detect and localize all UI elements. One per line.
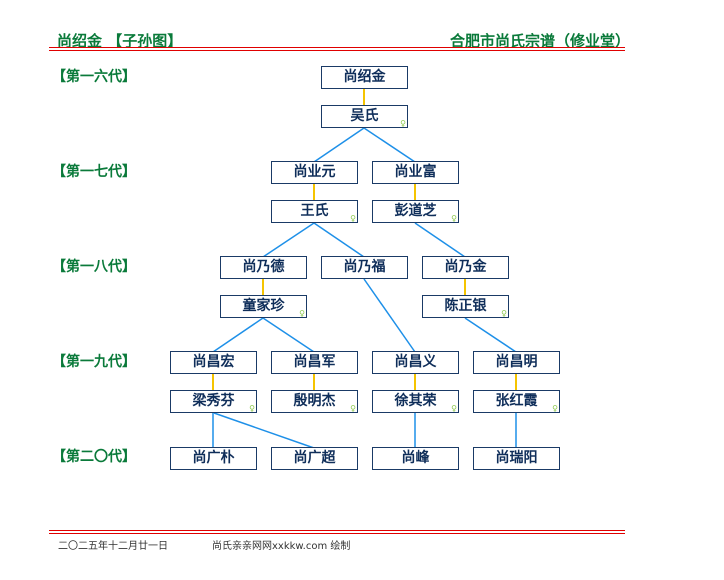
generation-label: 【第一七代】 [52, 164, 136, 180]
female-icon: ♀ [350, 404, 356, 413]
node-name: 尚乃金 [444, 259, 487, 275]
header-rule [49, 47, 625, 48]
node-name: 梁秀芬 [192, 393, 235, 409]
spouse-node[interactable]: 王氏 ♀ [271, 200, 358, 223]
chart-title: 尚绍金 【子孙图】 [57, 32, 183, 50]
footer-date: 二〇二五年十二月廿一日 [58, 541, 168, 552]
child-line [213, 412, 315, 449]
spouse-node[interactable]: 张红霞 ♀ [473, 390, 560, 413]
child-line [414, 222, 466, 258]
node-name: 尚峰 [401, 450, 430, 466]
female-icon: ♀ [451, 214, 457, 223]
node-name: 尚瑞阳 [495, 450, 538, 466]
child-line [262, 317, 315, 353]
female-icon: ♀ [299, 309, 305, 318]
person-node[interactable]: 尚乃德 [220, 256, 307, 279]
spouse-node[interactable]: 徐其荣 ♀ [372, 390, 459, 413]
generation-label: 【第一六代】 [52, 69, 136, 85]
node-name: 殷明杰 [293, 393, 336, 409]
person-node[interactable]: 尚昌明 [473, 351, 560, 374]
child-line [262, 222, 315, 258]
female-icon: ♀ [249, 404, 255, 413]
node-name: 彭道芝 [394, 203, 437, 219]
node-name: 陈正银 [444, 298, 487, 314]
node-name: 吴氏 [350, 108, 379, 124]
person-node[interactable]: 尚昌宏 [170, 351, 257, 374]
person-node[interactable]: 尚昌义 [372, 351, 459, 374]
person-node[interactable]: 尚绍金 [321, 66, 408, 89]
node-name: 尚昌军 [293, 354, 336, 370]
person-node[interactable]: 尚业富 [372, 161, 459, 184]
spouse-node[interactable]: 童家珍 ♀ [220, 295, 307, 318]
female-icon: ♀ [451, 404, 457, 413]
person-node[interactable]: 尚业元 [271, 161, 358, 184]
female-icon: ♀ [350, 214, 356, 223]
node-name: 尚广朴 [192, 450, 235, 466]
spouse-node[interactable]: 梁秀芬 ♀ [170, 390, 257, 413]
spouse-node[interactable]: 吴氏 ♀ [321, 105, 408, 128]
node-name: 尚昌明 [495, 354, 538, 370]
node-name: 尚绍金 [343, 69, 386, 85]
node-name: 尚业元 [293, 164, 336, 180]
node-name: 徐其荣 [394, 393, 437, 409]
node-name: 尚昌宏 [192, 354, 235, 370]
child-line [212, 317, 264, 353]
person-node[interactable]: 尚乃福 [321, 256, 408, 279]
child-line [363, 278, 416, 353]
generation-label: 【第二〇代】 [52, 449, 136, 465]
generation-label: 【第一八代】 [52, 259, 136, 275]
footer-credit: 尚氏亲亲网网xxkkw.com 绘制 [212, 541, 351, 552]
female-icon: ♀ [552, 404, 558, 413]
node-name: 尚乃福 [343, 259, 386, 275]
spouse-node[interactable]: 彭道芝 ♀ [372, 200, 459, 223]
footer-rule [49, 533, 625, 534]
person-node[interactable]: 尚乃金 [422, 256, 509, 279]
female-icon: ♀ [400, 119, 406, 128]
footer-rule [49, 530, 625, 531]
node-name: 尚昌义 [394, 354, 437, 370]
node-name: 张红霞 [495, 393, 538, 409]
child-line [464, 317, 517, 353]
spouse-node[interactable]: 殷明杰 ♀ [271, 390, 358, 413]
genealogy-title: 合肥市尚氏宗谱（修业堂） [449, 32, 630, 50]
child-line [313, 222, 365, 258]
person-node[interactable]: 尚广朴 [170, 447, 257, 470]
female-icon: ♀ [501, 309, 507, 318]
person-node[interactable]: 尚昌军 [271, 351, 358, 374]
header-rule [49, 50, 625, 51]
node-name: 尚乃德 [242, 259, 285, 275]
node-name: 童家珍 [242, 298, 285, 314]
person-node[interactable]: 尚广超 [271, 447, 358, 470]
person-node[interactable]: 尚瑞阳 [473, 447, 560, 470]
node-name: 尚业富 [394, 164, 437, 180]
person-node[interactable]: 尚峰 [372, 447, 459, 470]
child-line [363, 127, 416, 163]
node-name: 王氏 [300, 203, 329, 219]
child-line [313, 127, 365, 163]
spouse-node[interactable]: 陈正银 ♀ [422, 295, 509, 318]
generation-label: 【第一九代】 [52, 354, 136, 370]
node-name: 尚广超 [293, 450, 336, 466]
